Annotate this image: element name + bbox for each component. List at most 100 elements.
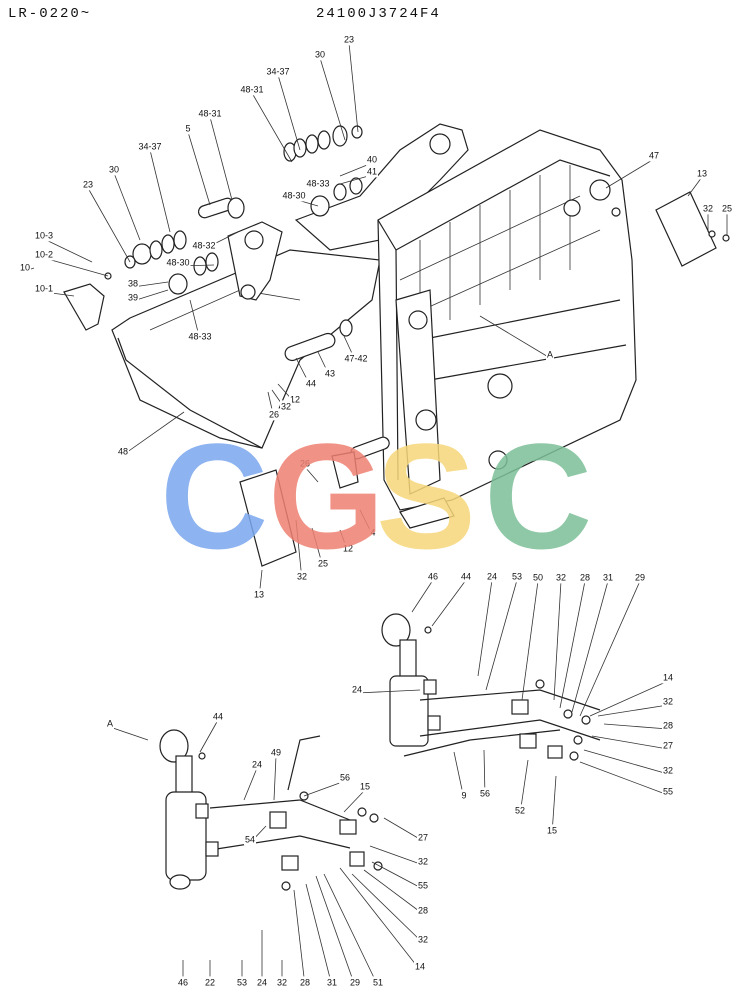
callout-label: 32 bbox=[418, 856, 428, 866]
leader-line bbox=[199, 719, 219, 753]
callout-label: 24 bbox=[487, 571, 497, 581]
callout-label: 10-2 bbox=[35, 249, 53, 259]
callout-c43: 24 bbox=[477, 570, 499, 677]
leader-line bbox=[149, 149, 171, 233]
callout-c76: 53 bbox=[235, 960, 249, 989]
callout-c53: 27 bbox=[591, 735, 675, 752]
watermark-letter: G bbox=[268, 412, 385, 580]
callout-c73: 14 bbox=[339, 867, 427, 973]
leader-line bbox=[43, 257, 109, 277]
leader-line bbox=[583, 749, 669, 775]
callout-c56: 24 bbox=[350, 683, 421, 696]
watermark-letter: C bbox=[484, 412, 592, 580]
callout-c20: 41 bbox=[339, 165, 379, 185]
callout-c60: 15 bbox=[545, 775, 559, 837]
callout-c29: 43 bbox=[317, 351, 337, 380]
leader-line bbox=[293, 889, 306, 987]
leader-line bbox=[603, 723, 669, 730]
callout-label: A bbox=[547, 349, 553, 359]
callout-label: 32 bbox=[281, 401, 291, 411]
leader-line bbox=[571, 580, 609, 713]
callout-labels: 233034-3748-3148-31534-37302310-310-2101… bbox=[18, 33, 734, 989]
callout-label: 46 bbox=[428, 571, 438, 581]
callout-c09: 23 bbox=[81, 178, 131, 263]
callout-label: 29 bbox=[350, 977, 360, 987]
callout-c59: 52 bbox=[513, 759, 529, 817]
callout-c01: 23 bbox=[342, 33, 359, 133]
callout-c25: 32 bbox=[701, 202, 715, 232]
callout-label: 28 bbox=[300, 977, 310, 987]
callout-label: 44 bbox=[461, 571, 471, 581]
callout-c82: 51 bbox=[323, 873, 385, 989]
callout-label: 38 bbox=[128, 278, 138, 288]
model-range-code: LR-0220~ bbox=[8, 6, 92, 22]
callout-c44: 53 bbox=[485, 570, 524, 691]
leader-line bbox=[411, 579, 434, 613]
callout-label: 24 bbox=[257, 977, 267, 987]
leader-line bbox=[687, 176, 703, 197]
callout-c64: 24 bbox=[243, 758, 264, 801]
callout-label: 9 bbox=[461, 790, 466, 800]
left-cylinder-assembly bbox=[159, 729, 383, 891]
leader-line bbox=[122, 411, 185, 456]
leader-line bbox=[187, 131, 211, 206]
callout-c24: 13 bbox=[687, 167, 709, 197]
callout-label: 30 bbox=[315, 49, 325, 59]
callout-label: 48-33 bbox=[188, 331, 211, 341]
leader-line bbox=[559, 580, 586, 709]
callout-label: 31 bbox=[603, 572, 613, 582]
callout-c03: 34-37 bbox=[265, 65, 301, 151]
callout-label: 48 bbox=[118, 446, 128, 456]
callout-label: 24 bbox=[352, 684, 362, 694]
callout-label: 51 bbox=[373, 977, 383, 987]
callout-label: 49 bbox=[271, 747, 281, 757]
watermark-letter: C bbox=[160, 412, 268, 580]
callout-c19: 40 bbox=[339, 153, 379, 177]
callout-label: 24 bbox=[252, 759, 262, 769]
callout-label: 28 bbox=[663, 720, 673, 730]
callout-c22: 48-30 bbox=[281, 189, 319, 207]
callout-c36: 12 bbox=[339, 529, 355, 555]
callout-label: 15 bbox=[360, 781, 370, 791]
leader-line bbox=[356, 689, 421, 694]
callout-label: 50 bbox=[533, 572, 543, 582]
callout-c15: 48-30 bbox=[165, 256, 215, 269]
callout-label: 28 bbox=[580, 572, 590, 582]
bucket-assembly bbox=[63, 123, 730, 567]
callout-c62: 44 bbox=[199, 710, 225, 753]
callout-c08: 30 bbox=[107, 163, 141, 241]
callout-label: 41 bbox=[367, 166, 377, 176]
callout-c78: 32 bbox=[275, 960, 289, 989]
leader-line bbox=[273, 755, 277, 801]
callout-label: 23 bbox=[83, 179, 93, 189]
leader-line bbox=[339, 867, 421, 971]
callout-c28: 47-42 bbox=[343, 335, 369, 365]
callout-c13: 10-1 bbox=[33, 282, 75, 297]
leader-line bbox=[304, 466, 319, 483]
callout-c37: 4 bbox=[359, 509, 377, 539]
callout-label: 12 bbox=[343, 543, 353, 553]
callout-c02: 30 bbox=[313, 48, 346, 141]
callout-c07: 34-37 bbox=[137, 140, 171, 233]
callout-c79: 28 bbox=[293, 889, 312, 989]
callout-label: 25 bbox=[722, 203, 732, 213]
callout-c72: 32 bbox=[351, 873, 430, 946]
leader-line bbox=[431, 579, 467, 627]
leader-line bbox=[295, 519, 303, 581]
callout-c05: 48-31 bbox=[197, 107, 233, 201]
leader-line bbox=[551, 775, 557, 835]
leader-line bbox=[315, 875, 356, 987]
callout-label: 26 bbox=[300, 458, 310, 468]
callout-c30: 44 bbox=[295, 357, 318, 390]
callout-c51: 32 bbox=[597, 695, 675, 717]
callout-label: 39 bbox=[128, 292, 138, 302]
callout-c06: 5 bbox=[184, 122, 211, 206]
callout-label: 32 bbox=[297, 571, 307, 581]
callout-label: 48-33 bbox=[306, 178, 329, 188]
leader-line bbox=[303, 780, 346, 797]
callout-label: 34-37 bbox=[138, 141, 161, 151]
callout-label: 53 bbox=[237, 977, 247, 987]
callout-c58: 56 bbox=[478, 749, 492, 800]
leader-line bbox=[591, 735, 669, 750]
